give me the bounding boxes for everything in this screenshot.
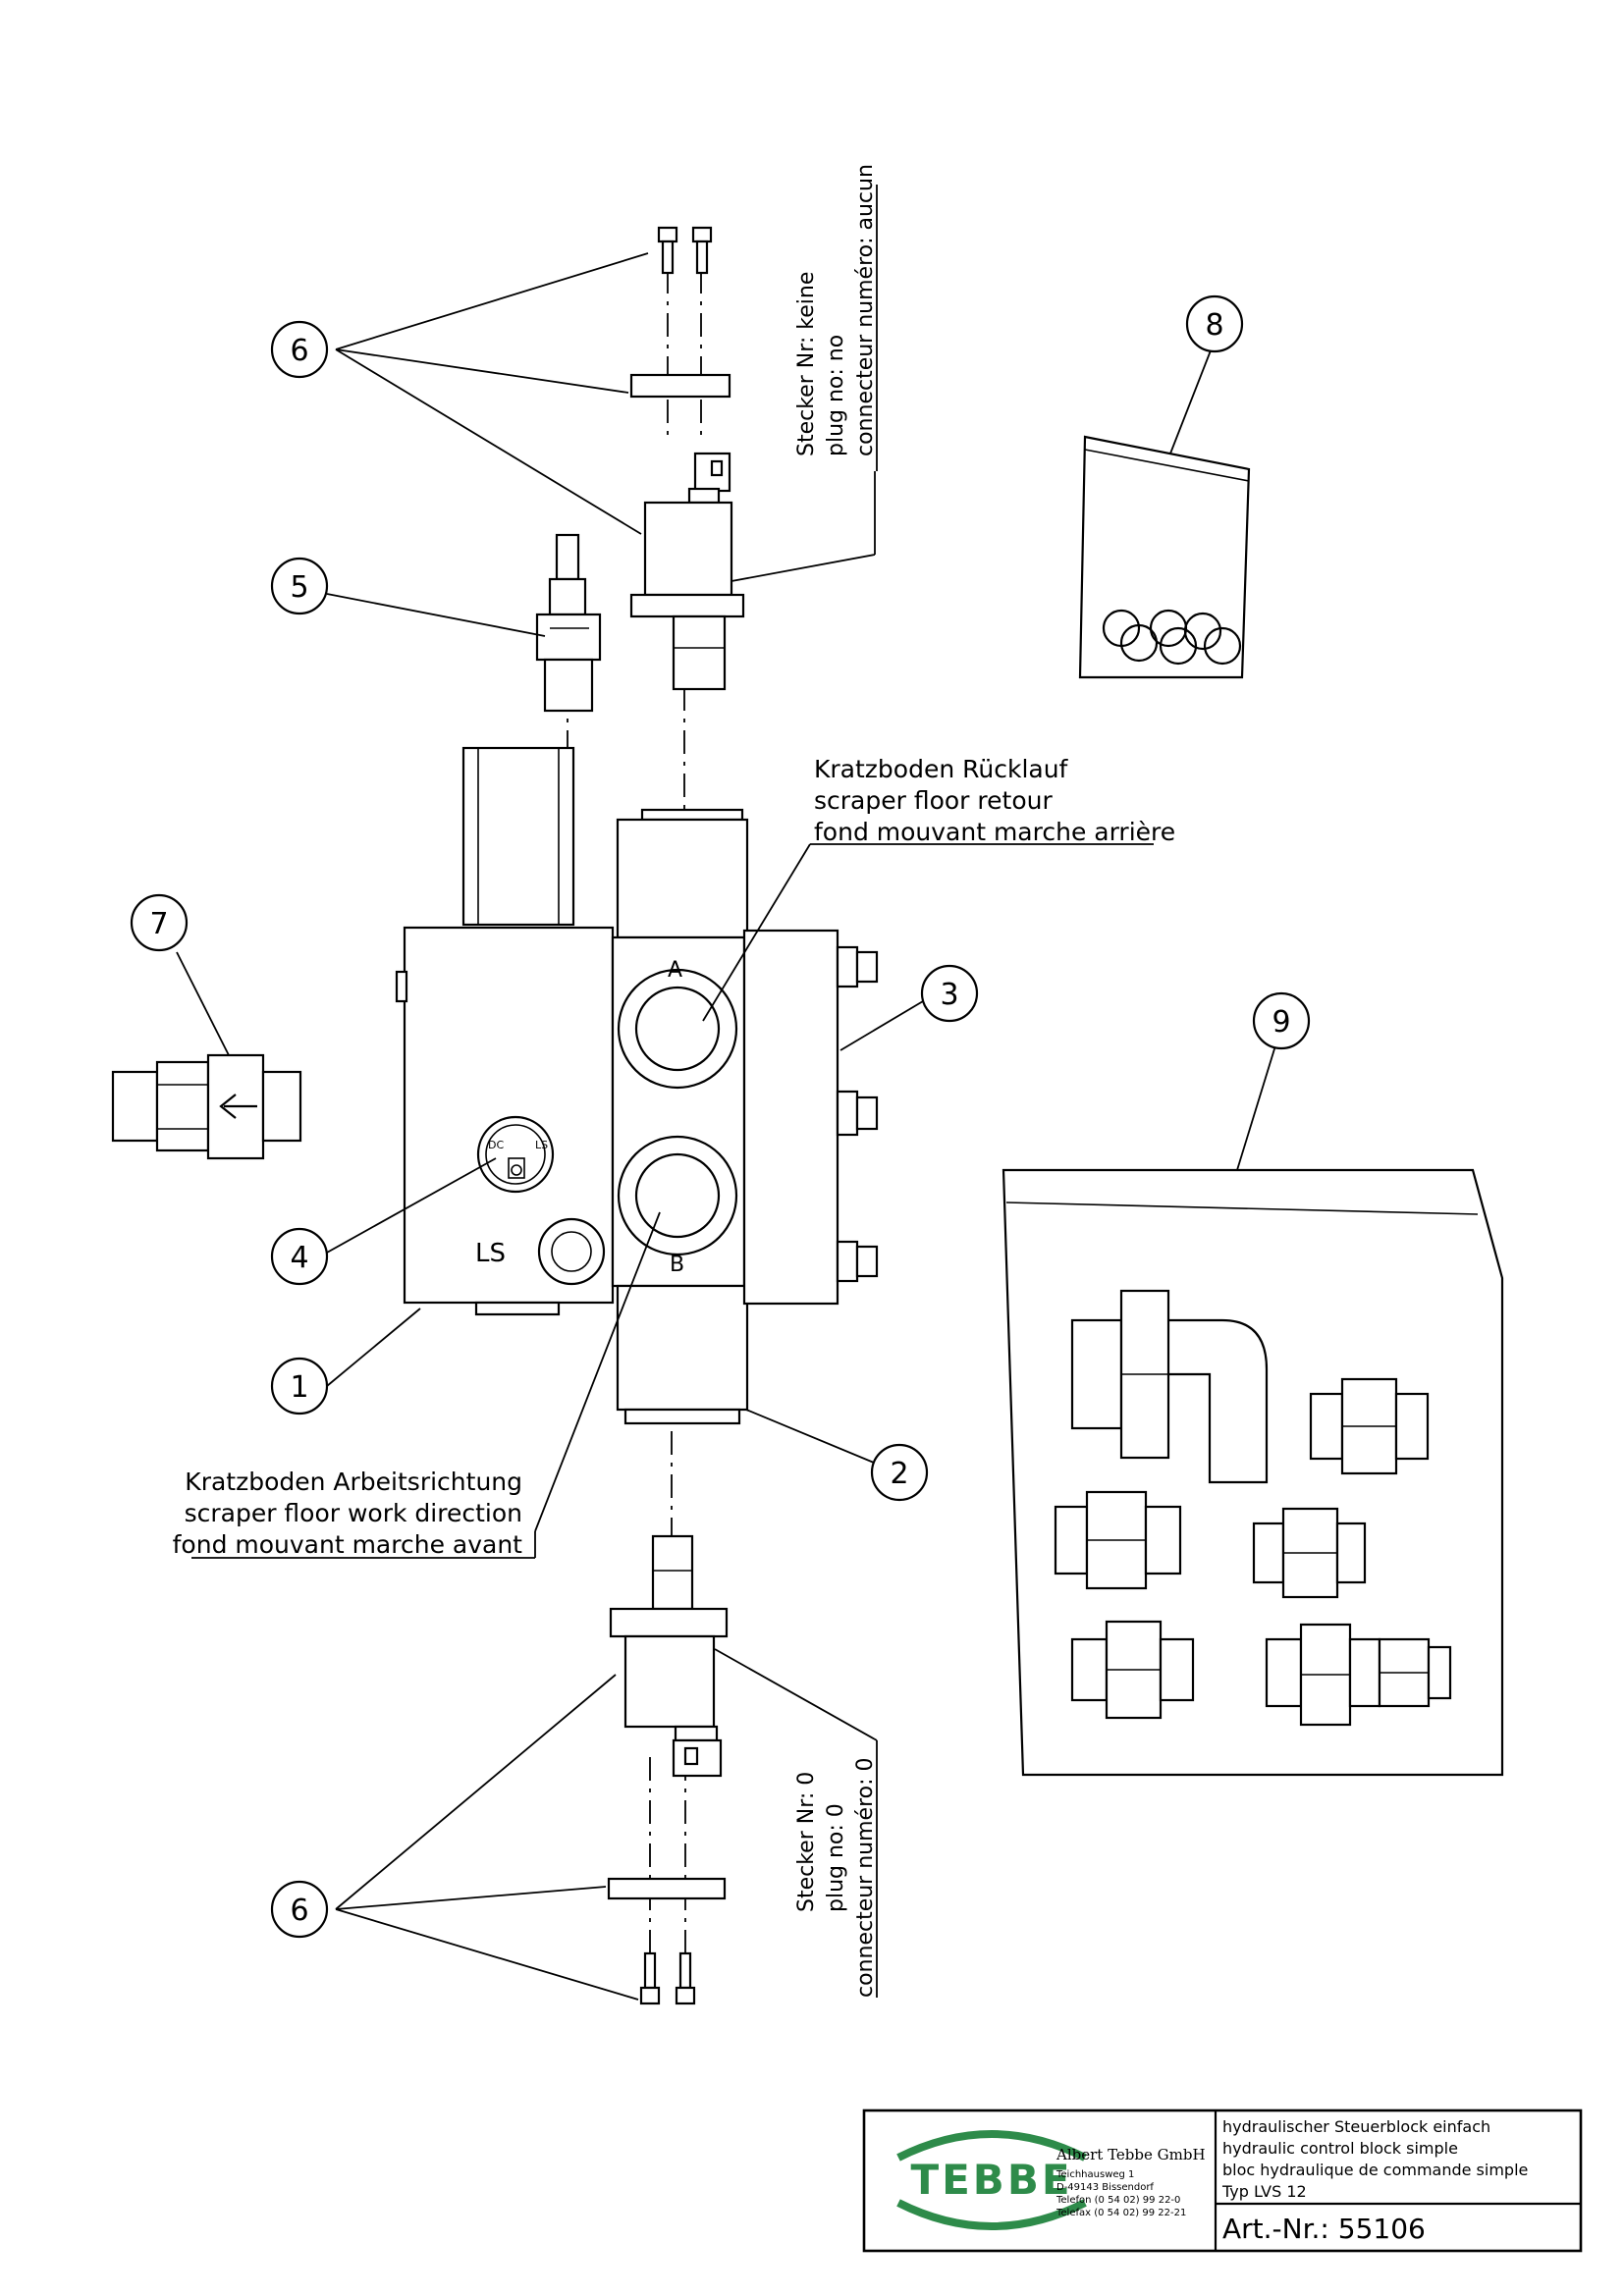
seal-bag-8: [1078, 435, 1251, 679]
svg-text:plug no: no: plug no: no: [824, 335, 848, 456]
port-b-marking: B: [670, 1253, 684, 1277]
label-work-direction: Kratzboden Arbeitsrichtung scraper floor…: [173, 1468, 523, 1559]
svg-text:1: 1: [290, 1370, 308, 1405]
callout-9: 9: [1252, 991, 1311, 1050]
article-number: Art.-Nr.: 55106: [1222, 2213, 1426, 2245]
top-screws: [657, 226, 713, 275]
bottom-screws: [639, 1951, 696, 2005]
callout-8: 8: [1185, 294, 1244, 353]
top-washer: [629, 373, 731, 399]
gauge-4: DC LS: [476, 1115, 555, 1194]
svg-text:Stecker Nr: keine: Stecker Nr: keine: [794, 272, 819, 456]
callout-5: 5: [270, 557, 329, 615]
address-line-4: Telefax (0 54 02) 99 22-21: [1056, 2208, 1186, 2218]
callout-6-top: 6: [270, 320, 329, 379]
tebbe-logo: TEBBE: [896, 2130, 1087, 2230]
valve-block-right: [742, 929, 879, 1306]
description-en: hydraulic control block simple: [1222, 2139, 1458, 2158]
port-a-marking: A: [668, 958, 682, 983]
svg-text:scraper floor work direction: scraper floor work direction: [185, 1499, 522, 1527]
valve-spool-section: A B: [611, 808, 749, 1425]
svg-text:Kratzboden Rücklauf: Kratzboden Rücklauf: [814, 755, 1069, 783]
svg-text:plug no: 0: plug no: 0: [824, 1803, 848, 1912]
description-fr: bloc hydraulique de commande simple: [1222, 2161, 1528, 2179]
callout-3: 3: [920, 964, 979, 1023]
bottom-solenoid: [609, 1534, 729, 1778]
svg-text:9: 9: [1272, 1005, 1290, 1040]
address-line-1: Teichhausweg 1: [1056, 2169, 1134, 2180]
svg-text:3: 3: [940, 978, 958, 1012]
description-de: hydraulischer Steuerblock einfach: [1222, 2117, 1490, 2136]
callout-4: 4: [270, 1227, 329, 1286]
fittings-bag-9: [1001, 1168, 1504, 1777]
callout-6-bottom: 6: [270, 1880, 329, 1939]
label-plug-bottom: Stecker Nr: 0 plug no: 0 connecteur numé…: [794, 1758, 878, 1999]
svg-text:fond mouvant marche arrière: fond mouvant marche arrière: [814, 818, 1175, 846]
svg-text:4: 4: [290, 1241, 308, 1275]
svg-text:connecteur numéro: 0: connecteur numéro: 0: [853, 1758, 878, 1999]
callout-1: 1: [270, 1357, 329, 1415]
svg-text:Kratzboden Arbeitsrichtung: Kratzboden Arbeitsrichtung: [185, 1468, 522, 1496]
company-name: Albert Tebbe GmbH: [1056, 2146, 1206, 2163]
top-solenoid: [629, 452, 745, 691]
label-plug-top: Stecker Nr: keine plug no: no connecteur…: [794, 164, 878, 471]
svg-text:LS: LS: [535, 1139, 548, 1151]
leader-lines: [176, 252, 1277, 2001]
callout-7: 7: [130, 893, 189, 952]
svg-text:2: 2: [890, 1457, 908, 1491]
svg-text:7: 7: [149, 907, 168, 941]
svg-text:5: 5: [290, 570, 308, 605]
ls-port: [537, 1217, 606, 1286]
svg-text:DC: DC: [488, 1139, 504, 1151]
svg-text:fond mouvant marche avant: fond mouvant marche avant: [173, 1530, 523, 1559]
check-valve-7: [111, 1053, 302, 1160]
fitting-5: [535, 533, 602, 713]
label-return-flow: Kratzboden Rücklauf scraper floor retour…: [814, 755, 1175, 846]
svg-text:connecteur numéro: aucun: connecteur numéro: aucun: [853, 164, 878, 456]
svg-text:Stecker Nr: 0: Stecker Nr: 0: [794, 1772, 819, 1912]
bottom-washer: [607, 1877, 727, 1900]
title-block: TEBBE Albert Tebbe GmbH Teichhausweg 1 D…: [862, 2109, 1583, 2253]
svg-text:TEBBE: TEBBE: [910, 2156, 1072, 2204]
address-line-2: D-49143 Bissendorf: [1056, 2182, 1154, 2193]
address-line-3: Telefon (0 54 02) 99 22-0: [1056, 2195, 1180, 2206]
description-type: Typ LVS 12: [1221, 2182, 1307, 2201]
svg-text:scraper floor retour: scraper floor retour: [814, 786, 1053, 815]
svg-text:6: 6: [290, 334, 308, 368]
ls-marking: LS: [475, 1239, 506, 1268]
svg-text:8: 8: [1205, 308, 1223, 343]
callout-2: 2: [870, 1443, 929, 1502]
svg-text:6: 6: [290, 1894, 308, 1928]
